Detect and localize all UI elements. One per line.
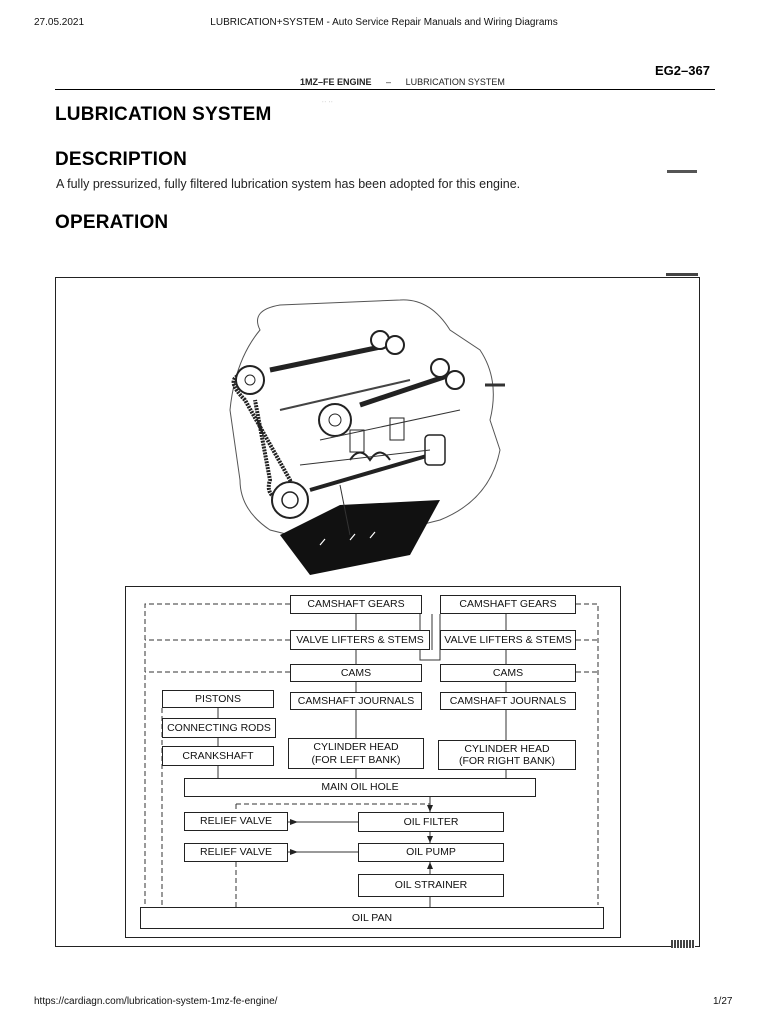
print-page-number: 1/27 <box>713 996 733 1007</box>
oil-pump-box: OIL PUMP <box>358 843 504 862</box>
scan-marks: ˙˙ ˙˙ <box>322 102 334 109</box>
header-rule <box>55 89 715 90</box>
cams-left-box: CAMS <box>290 664 422 682</box>
valve-lifters-right-box: VALVE LIFTERS & STEMS <box>440 630 576 650</box>
lubrication-flow-diagram <box>125 586 621 938</box>
description-text: A fully pressurized, fully filtered lubr… <box>56 177 521 191</box>
oil-strainer-box: OIL STRAINER <box>358 874 504 897</box>
section-label: LUBRICATION SYSTEM <box>405 77 505 87</box>
page-title: LUBRICATION SYSTEM <box>55 104 272 125</box>
oil-pan-box: OIL PAN <box>140 907 604 929</box>
relief-valve-2-box: RELIEF VALVE <box>184 843 288 862</box>
engine-illustration <box>229 299 505 575</box>
connecting-rods-box: CONNECTING RODS <box>162 718 276 738</box>
cams-right-box: CAMS <box>440 664 576 682</box>
print-url: https://cardiagn.com/lubrication-system-… <box>34 996 278 1007</box>
pistons-box: PISTONS <box>162 690 274 708</box>
camshaft-journals-right-box: CAMSHAFT JOURNALS <box>440 692 576 710</box>
description-heading: DESCRIPTION <box>55 149 188 170</box>
valve-lifters-left-box: VALVE LIFTERS & STEMS <box>290 630 430 650</box>
print-title: LUBRICATION+SYSTEM - Auto Service Repair… <box>210 17 558 28</box>
header-separator: – <box>386 77 392 87</box>
operation-figure <box>55 277 700 947</box>
camshaft-journals-left-box: CAMSHAFT JOURNALS <box>290 692 422 710</box>
camshaft-gears-left-box: CAMSHAFT GEARS <box>290 595 422 614</box>
page-code: EG2–367 <box>655 63 710 78</box>
relief-valve-1-box: RELIEF VALVE <box>184 812 288 831</box>
manual-section-header: 1MZ–FE ENGINE – LUBRICATION SYSTEM <box>300 77 505 87</box>
main-oil-hole-box: MAIN OIL HOLE <box>184 778 536 797</box>
camshaft-gears-right-box: CAMSHAFT GEARS <box>440 595 576 614</box>
cylinder-head-left-box: CYLINDER HEAD (FOR LEFT BANK) <box>288 738 424 769</box>
figure-code-mark <box>666 273 698 276</box>
engine-label: 1MZ–FE ENGINE <box>300 77 372 87</box>
oil-filter-box: OIL FILTER <box>358 812 504 832</box>
crankshaft-box: CRANKSHAFT <box>162 746 274 766</box>
figure-id-mark <box>671 940 695 948</box>
cylinder-head-right-box: CYLINDER HEAD (FOR RIGHT BANK) <box>438 740 576 770</box>
print-date: 27.05.2021 <box>34 17 85 28</box>
operation-heading: OPERATION <box>55 212 169 233</box>
reference-code-mark <box>667 170 697 173</box>
